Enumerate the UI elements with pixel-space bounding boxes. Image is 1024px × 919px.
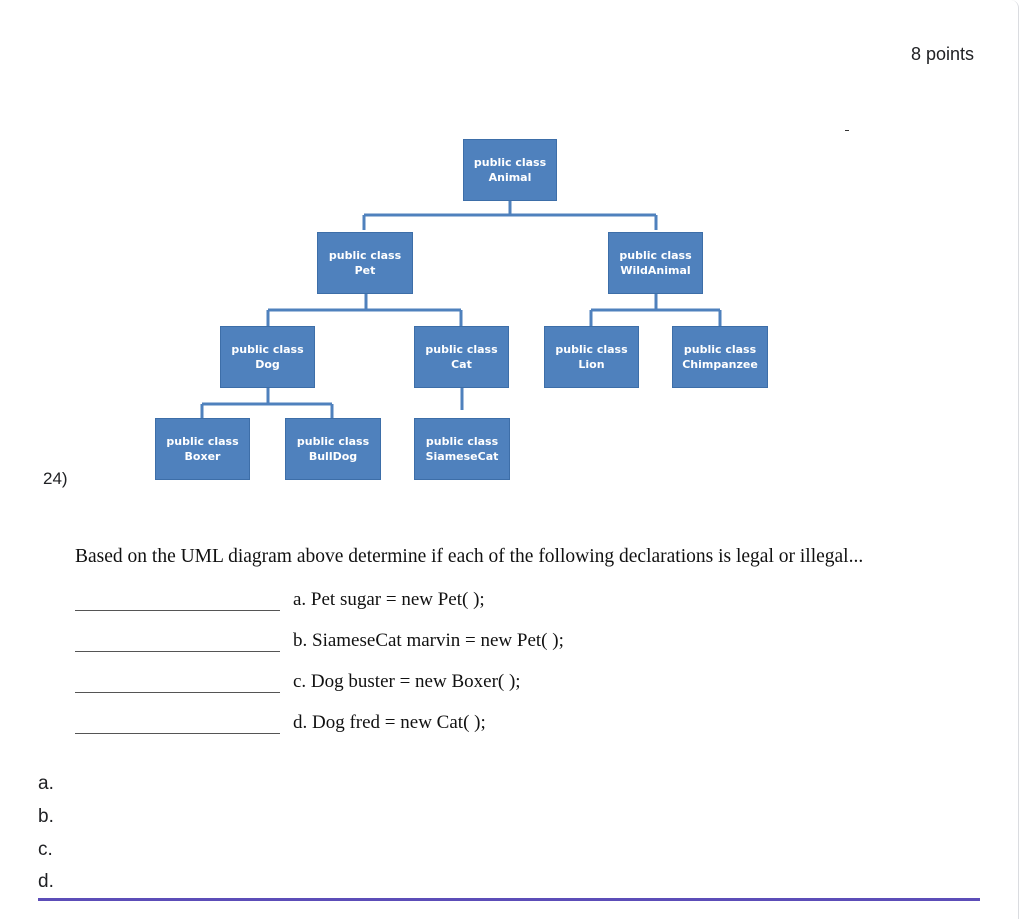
class-box-lion: public class Lion [544,326,639,388]
class-name: SiameseCat [425,450,499,463]
class-box-siamesecat: public class SiameseCat [414,418,510,480]
answer-blank [75,651,280,653]
class-prefix: public class [555,343,628,356]
class-name: Boxer [184,450,221,463]
class-name: WildAnimal [620,264,691,277]
option-c[interactable]: c. [38,839,53,860]
points-label: 8 points [911,44,975,64]
class-prefix: public class [473,156,547,169]
answer-field-underline[interactable] [38,898,980,901]
class-name: Animal [488,171,532,184]
option-a[interactable]: a. [38,773,54,794]
class-prefix: public class [683,343,757,356]
declaration-a: a. Pet sugar = new Pet( ); [293,589,485,610]
declaration-d: d. Dog fred = new Cat( ); [293,712,486,733]
answer-blank [75,733,280,735]
class-box-pet: public class Pet [317,232,413,294]
connector-dog [200,388,334,418]
question-number: 24) [43,469,68,488]
class-box-bulldog: public class BullDog [285,418,381,480]
class-name: BullDog [308,450,358,463]
uml-diagram: public class Animal public class Pet pub… [155,139,768,480]
class-box-boxer: public class Boxer [155,418,250,480]
declaration-b: b. SiameseCat marvin = new Pet( ); [293,630,564,651]
class-prefix: public class [296,435,370,448]
class-prefix: public class [619,249,692,262]
class-name: Pet [354,264,376,277]
class-prefix: public class [166,435,239,448]
uml-connectors [200,201,722,418]
class-prefix: public class [425,435,499,448]
connector-wild [589,294,722,326]
question-prompt: Based on the UML diagram above determine… [75,546,864,567]
declaration-c: c. Dog buster = new Boxer( ); [293,671,521,692]
class-box-chimpanzee: public class Chimpanzee [672,326,768,388]
class-name: Lion [578,358,605,371]
option-d[interactable]: d. [38,871,54,892]
class-box-animal: public class Animal [463,139,557,201]
answer-blank [75,692,280,694]
connector-animal [362,201,658,230]
class-name: Cat [451,358,472,371]
class-box-cat: public class Cat [414,326,509,388]
class-name: Dog [255,358,280,371]
class-prefix: public class [425,343,498,356]
connector-pet [266,294,463,326]
class-prefix: public class [328,249,402,262]
class-name: Chimpanzee [682,358,758,371]
stray-mark [845,130,849,131]
option-b[interactable]: b. [38,806,54,827]
class-box-wildanimal: public class WildAnimal [608,232,703,294]
class-box-dog: public class Dog [220,326,315,388]
answer-blank [75,610,280,612]
class-prefix: public class [231,343,304,356]
